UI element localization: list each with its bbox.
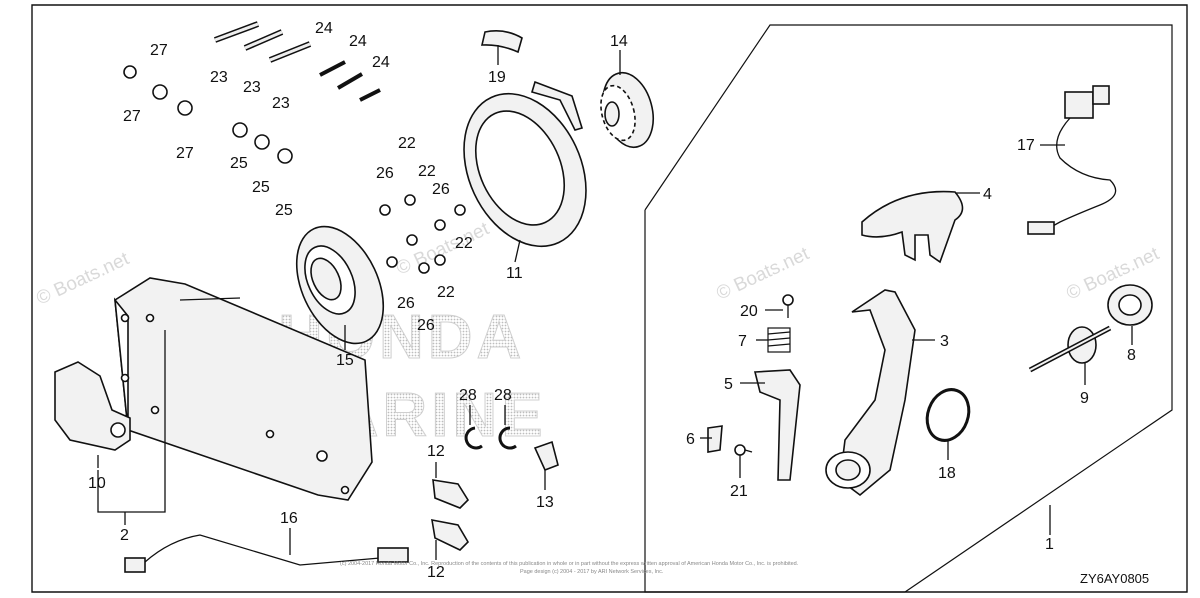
callout-22c: 22 xyxy=(455,235,473,252)
part-spring-plate xyxy=(480,30,523,54)
callout-25c: 25 xyxy=(275,202,293,219)
callout-24c: 24 xyxy=(372,54,390,71)
callout-23b: 23 xyxy=(243,79,261,96)
part-clip-12b xyxy=(431,518,470,551)
part-control-box xyxy=(113,277,373,501)
leader-lines xyxy=(97,45,1133,560)
callout-23c: 23 xyxy=(272,95,290,112)
callout-4: 4 xyxy=(983,186,992,203)
callout-21: 21 xyxy=(730,483,748,500)
part-spring-strip xyxy=(531,80,584,131)
callout-26b: 26 xyxy=(432,181,450,198)
callout-28b: 28 xyxy=(494,387,512,404)
fasteners xyxy=(123,21,466,274)
callout-1: 1 xyxy=(1045,536,1054,553)
callout-12a: 12 xyxy=(427,443,445,460)
callout-5: 5 xyxy=(724,376,733,393)
callout-12b: 12 xyxy=(427,564,445,581)
callout-22a: 22 xyxy=(398,135,416,152)
part-cover-plate xyxy=(54,361,131,451)
diagram-frame xyxy=(31,4,1188,593)
part-lever-cover xyxy=(861,190,964,264)
callout-13: 13 xyxy=(536,494,554,511)
part-o-ring xyxy=(925,388,971,442)
callout-23a: 23 xyxy=(210,69,228,86)
callout-18: 18 xyxy=(938,465,956,482)
part-harness-16 xyxy=(124,534,409,573)
callout-11: 11 xyxy=(506,265,523,282)
part-screw-20 xyxy=(782,294,794,318)
callout-25a: 25 xyxy=(230,155,248,172)
callout-15: 15 xyxy=(336,352,354,369)
callout-24a: 24 xyxy=(315,20,333,37)
watermark-text: © Boats.net xyxy=(713,243,813,304)
part-retainer-28a xyxy=(464,426,483,450)
callout-22d: 22 xyxy=(437,284,455,301)
callout-28a: 28 xyxy=(459,387,477,404)
part-arm xyxy=(753,369,801,481)
callouts: 1 2 3 4 5 6 7 8 9 10 11 12 12 13 14 15 1… xyxy=(88,20,1136,581)
part-bolt-21 xyxy=(734,444,753,456)
callout-10: 10 xyxy=(88,475,106,492)
part-ring xyxy=(463,92,587,248)
callout-26d: 26 xyxy=(417,317,435,334)
part-drum xyxy=(295,225,385,345)
part-harness-17 xyxy=(1027,85,1117,235)
part-clip-12a xyxy=(432,479,470,509)
callout-9: 9 xyxy=(1080,390,1089,407)
kit-outline xyxy=(644,24,1173,593)
callout-7: 7 xyxy=(738,333,747,350)
callout-6: 6 xyxy=(686,431,695,448)
callout-26a: 26 xyxy=(376,165,394,182)
callout-17: 17 xyxy=(1017,137,1035,154)
copyright-line-1: (c) 2004-2017 Honda Motor Co., Inc. Repr… xyxy=(340,561,799,567)
callout-3: 3 xyxy=(940,333,949,350)
part-detent xyxy=(707,425,723,453)
callout-14: 14 xyxy=(610,33,628,50)
part-spring-7 xyxy=(767,327,791,353)
part-bushing xyxy=(1107,284,1153,326)
callout-2: 2 xyxy=(120,527,129,544)
callout-27c: 27 xyxy=(176,145,194,162)
callout-24b: 24 xyxy=(349,33,367,50)
callout-25b: 25 xyxy=(252,179,270,196)
part-gear xyxy=(600,71,654,149)
callout-27b: 27 xyxy=(123,108,141,125)
callout-27a: 27 xyxy=(150,42,168,59)
part-stopper xyxy=(533,440,559,472)
copyright-line-2: Page design (c) 2004 - 2017 by ARI Netwo… xyxy=(520,569,664,575)
callout-20: 20 xyxy=(740,303,758,320)
callout-16: 16 xyxy=(280,510,298,527)
part-retainer-28b xyxy=(498,426,517,450)
callout-26c: 26 xyxy=(397,295,415,312)
callout-19: 19 xyxy=(488,69,506,86)
callout-22b: 22 xyxy=(418,163,436,180)
part-control-lever xyxy=(825,289,916,497)
callout-8: 8 xyxy=(1127,347,1136,364)
diagram-code: ZY6AY0805 xyxy=(1080,571,1149,586)
part-shaft xyxy=(1028,325,1112,373)
